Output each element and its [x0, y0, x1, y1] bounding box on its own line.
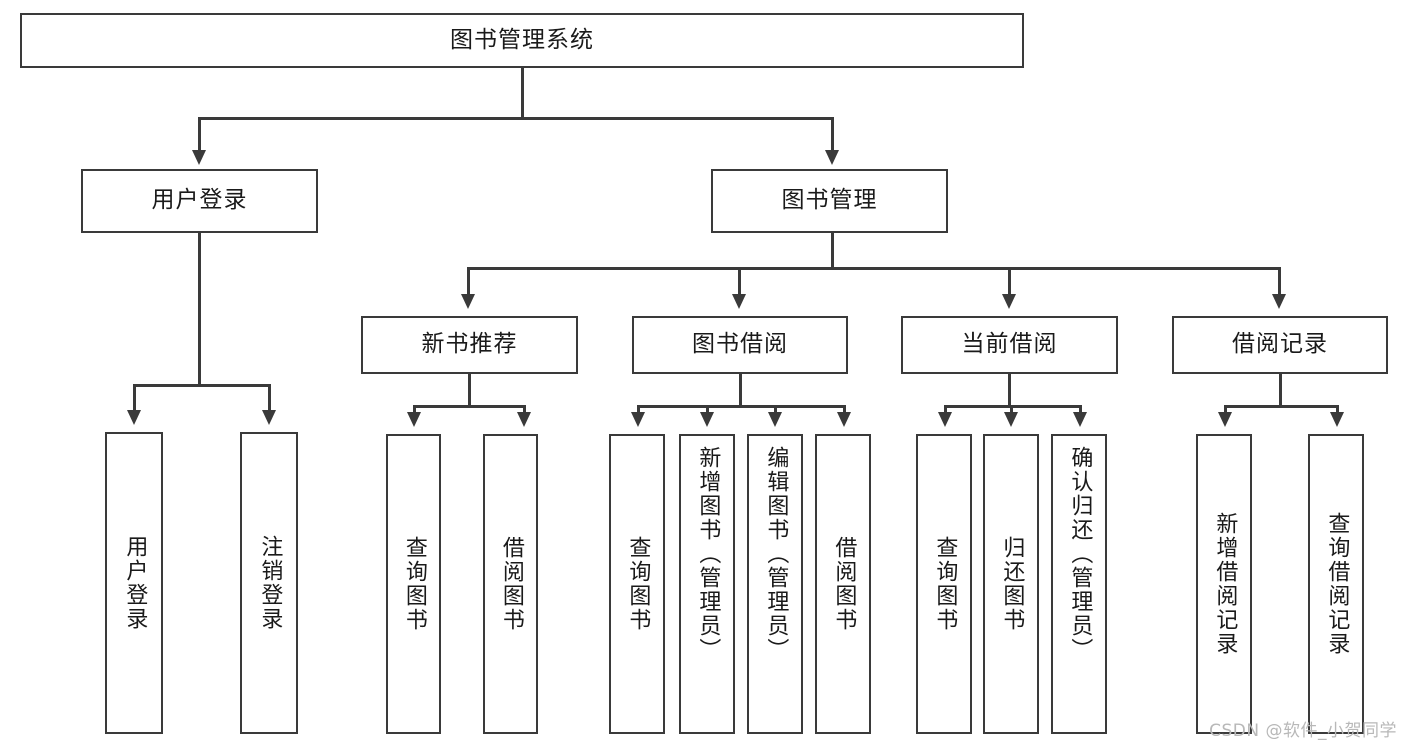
node-label: 图书借阅 — [692, 331, 788, 358]
node-new-book-recommend[interactable]: 新书推荐 — [361, 316, 578, 374]
leaf-return-book[interactable]: 归还图书 — [983, 434, 1039, 734]
arrow-to-leaf-add-record — [1218, 412, 1232, 427]
arrow-to-leaf-query-book-nb — [407, 412, 421, 427]
leaf-add-book-admin[interactable]: 新增图书（管理员） — [679, 434, 735, 734]
node-label: 归还图书 — [999, 536, 1025, 632]
edge-new-book-to-leaf-1 — [413, 405, 416, 417]
edge-borrow-records-to-leaf-1 — [1224, 405, 1227, 417]
node-label: 注销登录 — [257, 535, 283, 631]
edge-borrow-records-stem — [1279, 374, 1282, 407]
edge-book-mgmt-bus — [467, 267, 1281, 270]
leaf-borrow-book[interactable]: 借阅图书 — [815, 434, 871, 734]
edge-root-to-book-mgmt — [831, 117, 834, 153]
edge-book-borrow-stem — [739, 374, 742, 407]
node-user-login[interactable]: 用户登录 — [81, 169, 318, 233]
edge-new-book-stem — [468, 374, 471, 407]
node-label: 编辑图书（管理员） — [763, 446, 789, 662]
edge-book-mgmt-stem — [831, 233, 834, 268]
edge-new-book-to-leaf-2 — [523, 405, 526, 417]
node-book-borrow[interactable]: 图书借阅 — [632, 316, 848, 374]
leaf-query-book-new-recommend[interactable]: 查询图书 — [386, 434, 441, 734]
edge-new-book-bus — [413, 405, 523, 408]
node-label: 借阅图书 — [498, 536, 524, 632]
node-label: 当前借阅 — [961, 331, 1058, 358]
arrow-to-leaf-query-record — [1330, 412, 1344, 427]
node-label: 查询借阅记录 — [1324, 512, 1350, 656]
node-label: 确认归还（管理员） — [1067, 446, 1093, 662]
arrow-to-leaf-logout — [262, 410, 276, 425]
edge-root-stem — [521, 68, 524, 117]
node-label: 新增借阅记录 — [1212, 512, 1238, 656]
leaf-query-borrow-record[interactable]: 查询借阅记录 — [1308, 434, 1364, 734]
edge-current-borrow-stem — [1008, 374, 1011, 407]
leaf-user-login[interactable]: 用户登录 — [105, 432, 163, 734]
arrow-to-leaf-add-book — [700, 412, 714, 427]
edge-root-bus — [198, 117, 833, 120]
arrow-to-leaf-confirm-return — [1073, 412, 1087, 427]
edge-current-borrow-to-leaf-2 — [1010, 405, 1013, 417]
edge-current-borrow-to-leaf-3 — [1079, 405, 1082, 417]
arrow-to-leaf-query-book-cb — [938, 412, 952, 427]
node-book-management[interactable]: 图书管理 — [711, 169, 948, 233]
edge-user-login-to-leaf-2 — [268, 384, 271, 413]
edge-book-mgmt-to-current-borrow — [1008, 267, 1011, 297]
node-label: 用户登录 — [151, 187, 248, 214]
edge-book-borrow-to-leaf-3 — [774, 405, 777, 417]
leaf-add-borrow-record[interactable]: 新增借阅记录 — [1196, 434, 1252, 734]
edge-borrow-records-to-leaf-2 — [1336, 405, 1339, 417]
arrow-to-current-borrow — [1002, 294, 1016, 309]
edge-user-login-stem — [198, 233, 201, 386]
node-label: 借阅记录 — [1232, 331, 1328, 358]
leaf-query-book-borrow[interactable]: 查询图书 — [609, 434, 665, 734]
arrow-to-user-login — [192, 150, 206, 165]
edge-current-borrow-to-leaf-1 — [944, 405, 947, 417]
arrow-to-leaf-borrow-book-bb — [837, 412, 851, 427]
edge-book-borrow-bus — [637, 405, 845, 408]
edge-book-borrow-to-leaf-4 — [843, 405, 846, 417]
edge-book-mgmt-to-new-book — [467, 267, 470, 297]
edge-user-login-to-leaf-1 — [133, 384, 136, 413]
arrow-to-borrow-records — [1272, 294, 1286, 309]
arrow-to-leaf-query-book-bb — [631, 412, 645, 427]
node-label: 图书管理系统 — [450, 26, 594, 53]
node-label: 图书管理 — [781, 187, 878, 214]
leaf-query-book-current[interactable]: 查询图书 — [916, 434, 972, 734]
edge-borrow-records-bus — [1224, 405, 1336, 408]
edge-book-mgmt-to-borrow-records — [1278, 267, 1281, 297]
arrow-to-leaf-borrow-book-nb — [517, 412, 531, 427]
leaf-borrow-book-new-recommend[interactable]: 借阅图书 — [483, 434, 538, 734]
node-label: 查询图书 — [625, 536, 651, 632]
node-label: 查询图书 — [932, 536, 958, 632]
leaf-logout[interactable]: 注销登录 — [240, 432, 298, 734]
node-label: 借阅图书 — [831, 536, 857, 632]
edge-book-mgmt-to-book-borrow — [738, 267, 741, 297]
arrow-to-new-book-recommend — [461, 294, 475, 309]
edge-book-borrow-to-leaf-1 — [637, 405, 640, 417]
node-root-system[interactable]: 图书管理系统 — [20, 13, 1024, 68]
edge-book-borrow-to-leaf-2 — [706, 405, 709, 417]
node-borrow-records[interactable]: 借阅记录 — [1172, 316, 1388, 374]
edge-user-login-bus — [133, 384, 268, 387]
arrow-to-book-borrow — [732, 294, 746, 309]
arrow-to-book-mgmt — [825, 150, 839, 165]
node-label: 新增图书（管理员） — [695, 446, 721, 662]
leaf-confirm-return-admin[interactable]: 确认归还（管理员） — [1051, 434, 1107, 734]
arrow-to-leaf-edit-book — [768, 412, 782, 427]
node-current-borrow[interactable]: 当前借阅 — [901, 316, 1118, 374]
node-label: 用户登录 — [122, 535, 148, 631]
csdn-watermark: CSDN @软件_小贺同学 — [1209, 721, 1397, 741]
arrow-to-leaf-return-book — [1004, 412, 1018, 427]
node-label: 新书推荐 — [421, 331, 518, 358]
node-label: 查询图书 — [401, 536, 427, 632]
arrow-to-leaf-user-login — [127, 410, 141, 425]
edge-root-to-user-login — [198, 117, 201, 153]
leaf-edit-book-admin[interactable]: 编辑图书（管理员） — [747, 434, 803, 734]
